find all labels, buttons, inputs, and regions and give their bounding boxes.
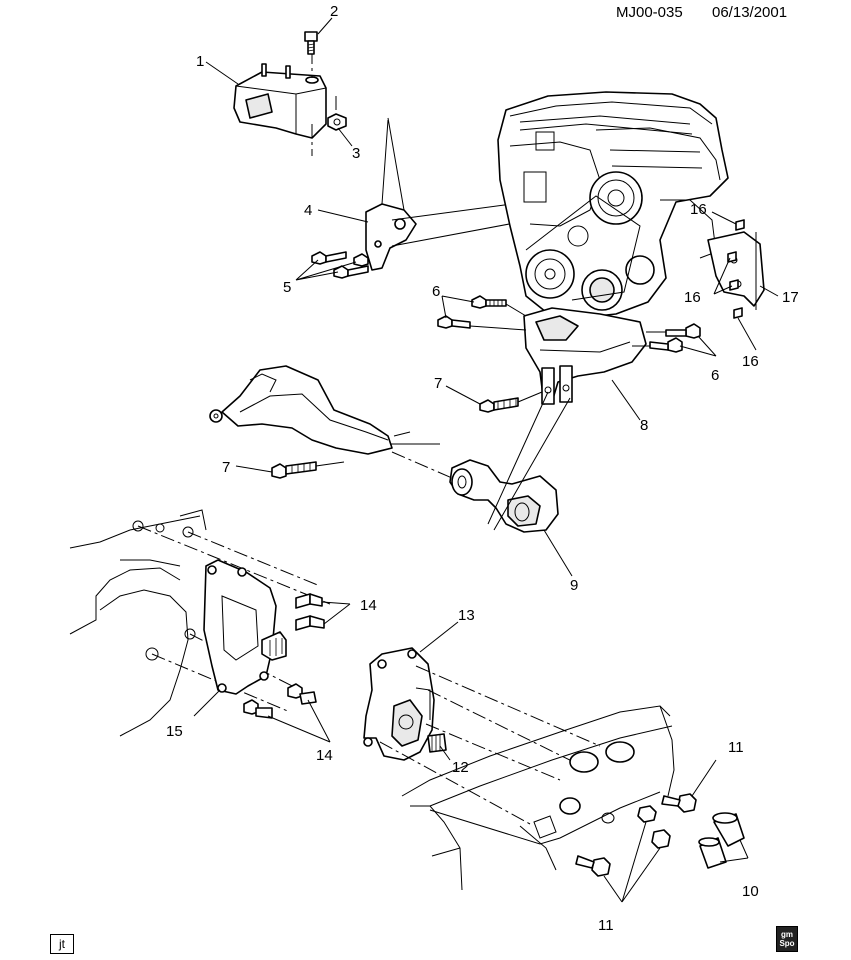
part-1-upper-mount <box>233 50 327 156</box>
part-10-sleeves <box>698 812 745 869</box>
part-2-bolt <box>304 31 318 55</box>
callout-12: 12 <box>452 759 469 776</box>
callout-10: 10 <box>742 883 759 900</box>
gm-spo-logo: gm Spo <box>776 926 798 952</box>
drawing-date: 06/13/2001 <box>712 4 787 21</box>
transmission-outline <box>69 509 331 737</box>
part-7-bolts <box>271 391 543 479</box>
callout-5: 5 <box>283 279 291 296</box>
callout-8: 8 <box>640 417 648 434</box>
engine-assembly <box>497 91 729 319</box>
part-13-lower-mount <box>363 647 435 761</box>
part-15-trans-bracket <box>203 559 287 695</box>
drawing-id: MJ00-035 <box>616 4 683 21</box>
callout-2: 2 <box>330 3 338 20</box>
part-5-bolts <box>311 251 369 279</box>
part-11-bolts <box>575 793 697 877</box>
callout-14-upper: 14 <box>360 597 377 614</box>
part-8-lower-bracket <box>523 307 647 405</box>
callout-14-lower: 14 <box>316 747 333 764</box>
callout-7-lower: 7 <box>222 459 230 476</box>
gm-logo-line1: gm <box>781 930 793 939</box>
part-3-nut <box>327 96 347 131</box>
leader-lines <box>193 17 779 903</box>
callout-7-upper: 7 <box>434 375 442 392</box>
callout-15: 15 <box>166 723 183 740</box>
part-14-bolts <box>243 593 325 719</box>
callout-9: 9 <box>570 577 578 594</box>
callout-17: 17 <box>782 289 799 306</box>
part-6-bolts <box>437 295 701 353</box>
drafter-initials-badge: jt <box>50 934 74 954</box>
callout-11-lower: 11 <box>598 917 614 934</box>
part-17-bracket <box>707 231 765 310</box>
callout-16-bottom: 16 <box>742 353 759 370</box>
part-4-bracket <box>365 117 417 271</box>
callout-6-upper: 6 <box>432 283 440 300</box>
front-crossmember <box>209 365 440 455</box>
callout-4: 4 <box>304 202 312 219</box>
callout-labels: 1 2 3 4 5 6 6 7 7 8 9 10 11 11 12 13 14 … <box>166 3 799 934</box>
callout-1: 1 <box>196 53 204 70</box>
callout-6-right: 6 <box>711 367 719 384</box>
frame-rail <box>401 705 675 891</box>
callout-11-upper: 11 <box>728 739 744 756</box>
callout-13: 13 <box>458 607 475 624</box>
callout-16-middle: 16 <box>684 289 701 306</box>
part-12-stud <box>427 733 447 753</box>
part-9-mount <box>391 391 571 533</box>
gm-logo-line2: Spo <box>779 939 795 948</box>
callout-16-top: 16 <box>690 201 707 218</box>
callout-3: 3 <box>352 145 360 162</box>
